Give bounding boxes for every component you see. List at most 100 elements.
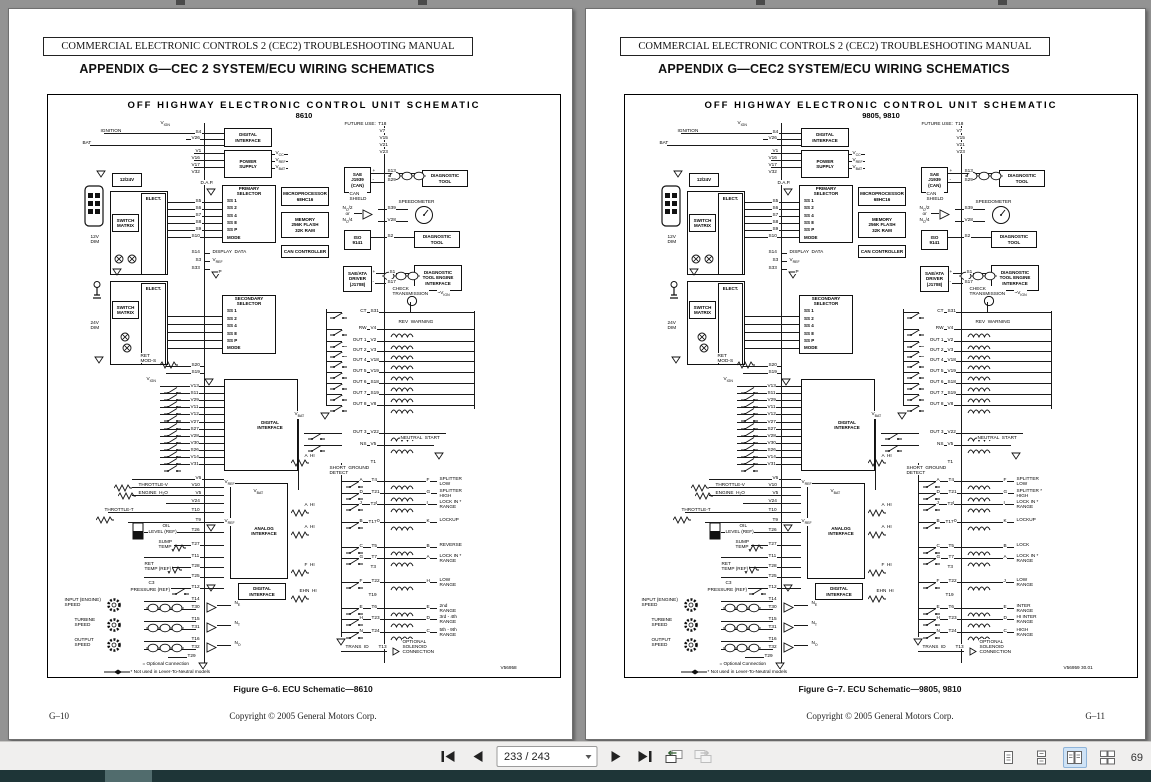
schematic-wire — [903, 405, 1051, 406]
schematic-label: T15 — [191, 616, 201, 622]
page-number-field[interactable]: 233 / 243 — [496, 746, 597, 767]
next-view-button[interactable] — [693, 747, 713, 767]
schematic-glyph-sw — [346, 517, 363, 535]
schematic-label: OUT 8 — [919, 401, 944, 407]
schematic-wire — [194, 160, 224, 161]
schematic-glyph-xlamp — [704, 251, 714, 269]
schematic-label: A — [359, 477, 364, 483]
schematic-wire — [204, 261, 210, 262]
schematic-label: VBAT — [253, 488, 264, 496]
schematic-label: V7 — [379, 128, 386, 134]
schematic-glyph-sw — [330, 389, 347, 407]
schematic-label: T19 — [368, 592, 378, 598]
schematic-label: T22 — [948, 578, 958, 584]
first-page-button[interactable] — [438, 747, 458, 767]
schematic-label: NO/4 — [919, 217, 931, 225]
layout-continuous-button[interactable] — [1030, 747, 1054, 768]
layout-two-page-continuous-button[interactable] — [1096, 747, 1120, 768]
schematic-label: NT — [811, 620, 818, 628]
schematic-wire — [685, 512, 801, 513]
schematic-label: T31 — [768, 624, 778, 630]
taskbar-active-item[interactable] — [105, 770, 152, 782]
schematic-label: S6 — [195, 205, 202, 211]
schematic-glyph-lamp — [406, 294, 418, 312]
schematic-wire — [1051, 311, 1052, 409]
schematic-glyph-conn — [723, 640, 761, 658]
schematic-label: S31 — [370, 308, 380, 314]
schematic-glyph-oilbox — [709, 522, 721, 545]
layout-single-page-button[interactable] — [997, 747, 1021, 768]
schematic-label: T26 — [768, 527, 778, 533]
schematic-glyph-coil — [390, 518, 414, 536]
schematic-wire — [326, 372, 474, 373]
schematic-label: T28 — [768, 563, 778, 569]
schematic-label: VBAT — [275, 164, 286, 172]
schematic-glyph-gnd — [198, 657, 208, 675]
schematic-label: T19 — [945, 592, 955, 598]
schematic-glyph-coil — [967, 401, 991, 419]
schematic-label: S20 — [768, 362, 778, 368]
schematic-label: S11 — [190, 390, 199, 396]
last-page-button[interactable] — [635, 747, 655, 767]
schematic-glyph-oilbox — [132, 522, 144, 545]
schematic-label: V21 — [379, 142, 389, 148]
schematic-glyph-coil — [967, 518, 991, 536]
schematic-label: S10 — [191, 233, 201, 239]
schematic-glyph-sw — [885, 428, 902, 446]
schematic-label: T4 — [948, 477, 955, 483]
schematic-glyph-res — [690, 479, 709, 497]
schematic-label: K — [1003, 518, 1008, 524]
schematic-wire — [132, 495, 224, 496]
schematic-label: F — [359, 578, 363, 584]
schematic-glyph-sw — [923, 553, 940, 571]
schematic-glyph-gear — [683, 597, 699, 618]
schematic-label: T23 — [371, 615, 381, 621]
schematic-wire — [132, 479, 224, 480]
schematic-wire — [217, 605, 231, 606]
schematic-label: S27 — [767, 425, 777, 431]
schematic-glyph-gear — [106, 597, 122, 618]
schematic-label: OIL — [739, 523, 748, 529]
previous-page-button[interactable] — [467, 747, 487, 767]
chevron-down-icon[interactable] — [585, 755, 591, 759]
schematic-glyph-gear — [683, 637, 699, 658]
schematic-wire — [741, 230, 799, 231]
schematic-label: = Optional Connection — [719, 661, 767, 667]
schematic-label: OUT 2 — [342, 347, 367, 353]
schematic-glyph-amp — [783, 640, 795, 658]
schematic-label: S7 — [195, 212, 202, 218]
schematic-label: - — [372, 177, 375, 183]
schematic-label: SPEEDOMETER — [975, 199, 1012, 205]
schematic-label: EHN HI — [299, 588, 318, 594]
schematic-glyph-sw — [330, 378, 347, 396]
next-page-button[interactable] — [606, 747, 626, 767]
schematic-box: ELECT. — [141, 283, 166, 365]
schematic-label: T27 — [768, 541, 778, 547]
schematic-label: V31 — [190, 461, 200, 467]
prev-page-edge-mark — [176, 0, 185, 5]
schematic-label: BAT — [659, 140, 669, 146]
schematic-wire — [132, 487, 224, 488]
layout-two-page-button[interactable] — [1062, 747, 1087, 768]
schematic-label: + — [372, 269, 376, 275]
schematic-wire — [903, 341, 1051, 342]
schematic-glyph-gauge — [991, 205, 1011, 230]
schematic-glyph-gnd — [788, 266, 798, 284]
schematic-label: E — [359, 604, 364, 610]
schematic-label: S31 — [947, 308, 957, 314]
schematic-label: BAT — [82, 140, 92, 146]
schematic-label: ~VIGN — [1014, 290, 1028, 298]
schematic-label: REV WARNING — [975, 319, 1011, 325]
schematic-label: VBAT — [852, 164, 863, 172]
previous-view-button[interactable] — [664, 747, 684, 767]
schematic-wire — [903, 329, 1051, 330]
schematic-label: T24 — [371, 628, 381, 634]
schematic-glyph-sw — [907, 389, 924, 407]
